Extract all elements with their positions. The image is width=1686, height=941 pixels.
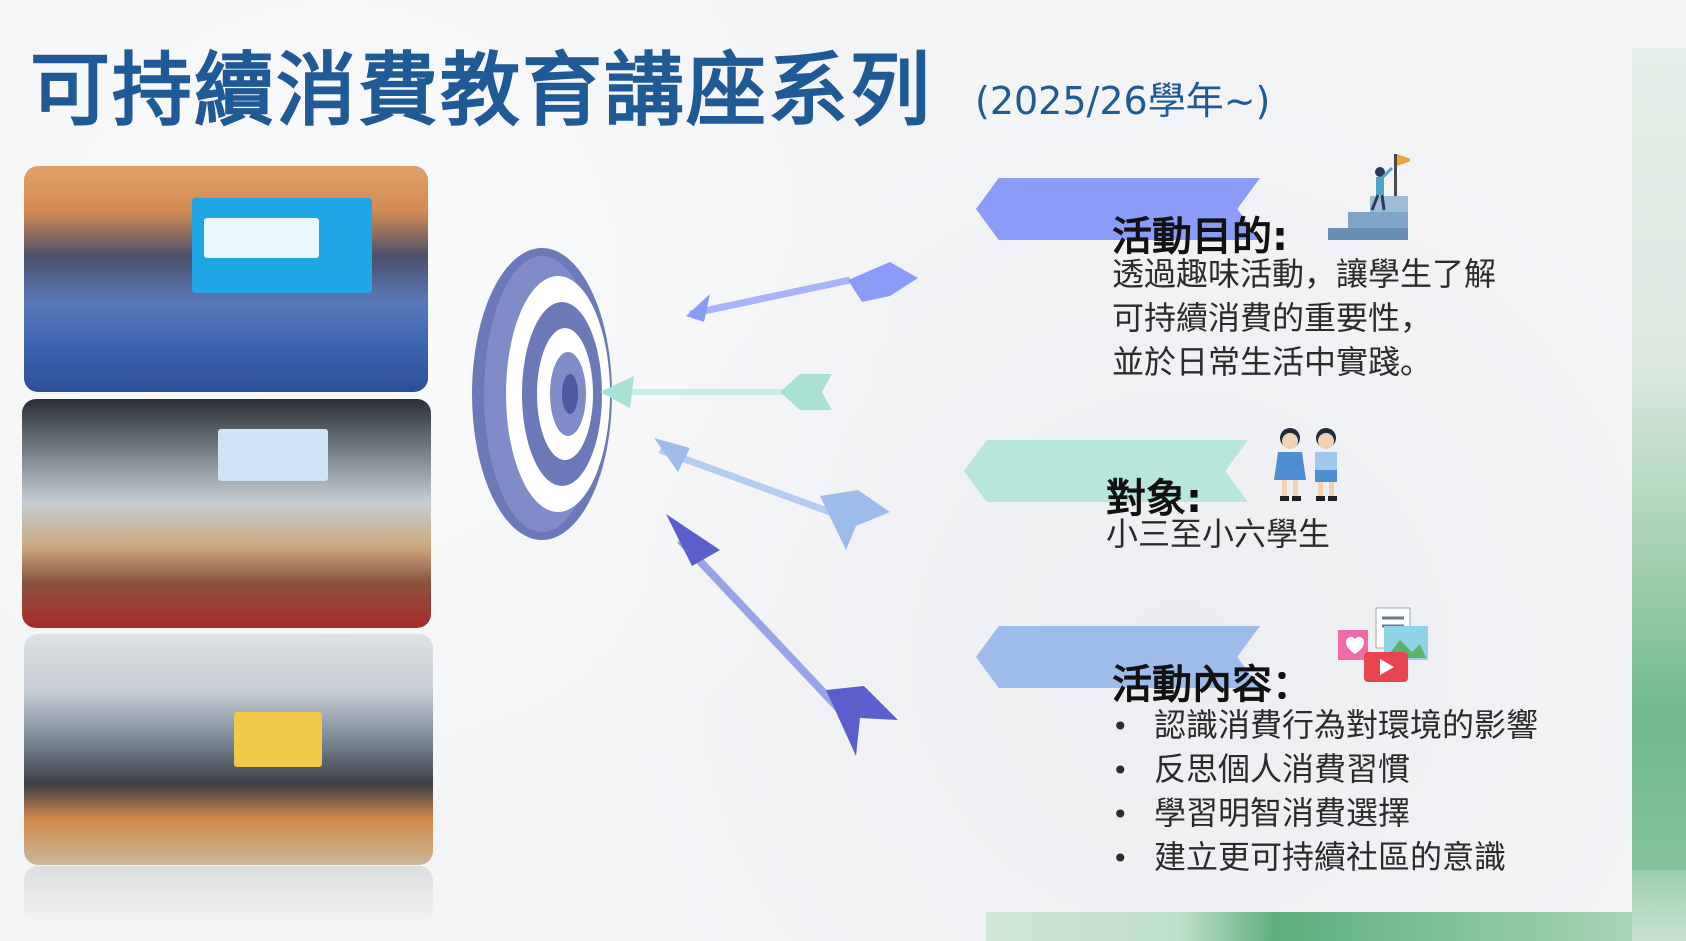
students-icon <box>1274 428 1337 501</box>
section-ribbon-content <box>976 626 1260 688</box>
list-item: 建立更可持續社區的意識 <box>1112 836 1538 880</box>
list-item: 學習明智消費選擇 <box>1112 792 1538 836</box>
school-hall-audience-photo <box>22 399 431 628</box>
content-heading: 活動內容： <box>1112 662 1312 708</box>
purpose-text: 透過趣味活動，讓學生了解 可持續消費的重要性， 並於日常生活中實踐。 <box>1112 252 1496 384</box>
section-ribbon-audience <box>964 440 1248 502</box>
content-bullet-list: 認識消費行為對環境的影響 反思個人消費習慣 學習明智消費選擇 建立更可持續社區的… <box>1112 704 1538 880</box>
page-title: 可持續消費教育講座系列 <box>30 44 932 137</box>
list-item: 認識消費行為對環境的影響 <box>1112 704 1538 748</box>
purpose-line-2: 可持續消費的重要性， <box>1112 299 1433 337</box>
decorative-strip-right <box>1632 48 1686 941</box>
purpose-heading: 活動目的: <box>1112 214 1288 260</box>
target-icon <box>472 248 612 540</box>
decorative-strip-bottom <box>986 912 1632 941</box>
audience-heading: 對象: <box>1106 476 1202 522</box>
goal-flag-icon <box>1328 154 1410 240</box>
purpose-line-3: 並於日常生活中實踐。 <box>1112 343 1433 381</box>
list-item: 反思個人消費習慣 <box>1112 748 1538 792</box>
decorative-corner <box>1632 870 1686 941</box>
arrows-graphic <box>600 262 918 756</box>
classroom-workshop-photo <box>24 634 433 865</box>
photo-reflection <box>24 866 433 926</box>
audience-text: 小三至小六學生 <box>1106 512 1330 556</box>
media-content-icon <box>1338 607 1428 682</box>
school-hall-talk-photo <box>24 166 428 392</box>
purpose-line-1: 透過趣味活動，讓學生了解 <box>1112 255 1497 293</box>
audience-line-1: 小三至小六學生 <box>1106 515 1331 553</box>
page-subtitle: (2025/26學年~) <box>975 79 1271 123</box>
section-ribbon-purpose <box>976 178 1260 240</box>
